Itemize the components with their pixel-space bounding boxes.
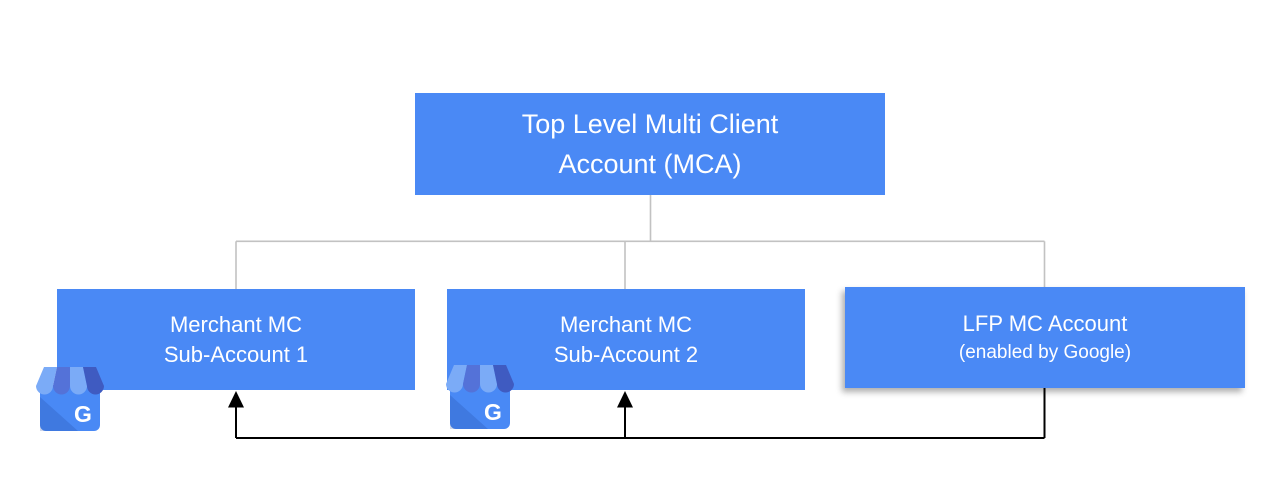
gmb-g-letter: G <box>484 399 502 425</box>
node-merchant-sub-account-1: Merchant MC Sub-Account 1 <box>57 289 415 390</box>
google-my-business-icon: G <box>36 367 104 431</box>
node-top-level-mca-line1: Top Level Multi Client <box>521 109 779 139</box>
node-lfp-mc-account: LFP MC Account (enabled by Google) <box>845 287 1245 388</box>
gmb-awning <box>446 365 514 393</box>
node-sub2-line1: Merchant MC <box>559 311 693 337</box>
gmb-fold-shade <box>450 395 488 429</box>
node-top-level-mca: Top Level Multi Client Account (MCA) <box>415 93 885 195</box>
node-lfp-line1: LFP MC Account <box>962 311 1128 336</box>
gmb-awning <box>36 367 104 395</box>
gmb-store-body <box>40 385 100 431</box>
node-sub1-line1: Merchant MC <box>169 311 303 337</box>
tree-connector-lines <box>235 195 1046 290</box>
gmb-fold-shade <box>40 397 78 431</box>
node-top-level-mca-line2: Account (MCA) <box>558 149 742 179</box>
node-sub2-line2: Sub-Account 2 <box>553 341 699 367</box>
google-my-business-icon: G <box>446 365 514 429</box>
gmb-store-body <box>450 383 510 429</box>
lfp-feed-arrowheads <box>228 391 633 408</box>
gmb-g-letter: G <box>74 401 92 427</box>
node-sub1-line2: Sub-Account 1 <box>163 341 309 367</box>
node-lfp-line2: (enabled by Google) <box>958 342 1132 363</box>
lfp-feed-arrow-lines <box>235 388 1046 439</box>
